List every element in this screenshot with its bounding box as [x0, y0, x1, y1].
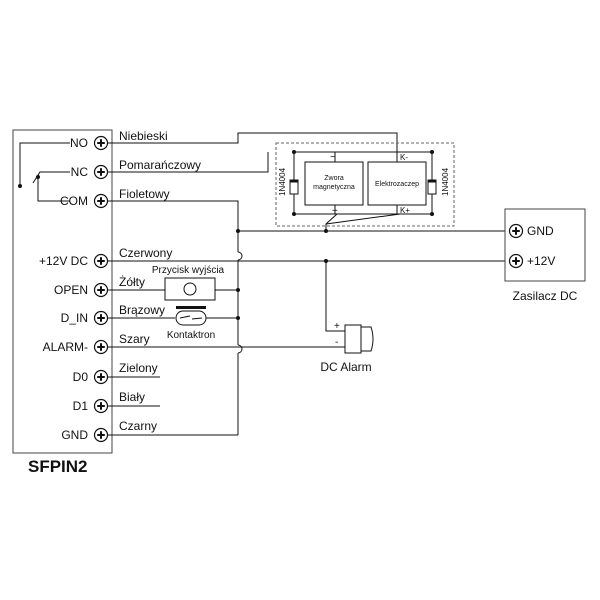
psu-box	[504, 208, 586, 282]
terminal-screw-icon	[93, 310, 109, 326]
exit-button-label: Przycisk wyjścia	[152, 265, 225, 276]
wire-label-no: Niebieski	[119, 129, 168, 143]
terminal-alarm: ALARM-	[43, 339, 109, 355]
terminal-label-d0: D0	[73, 370, 89, 384]
diode-right-icon	[427, 179, 437, 195]
terminal-gnd: GND	[61, 427, 109, 443]
terminal-screw-icon	[93, 193, 109, 209]
psu-screw-icon	[508, 223, 524, 239]
terminal-screw-icon	[93, 164, 109, 180]
wire-label-d0: Zielony	[119, 361, 158, 375]
terminal-label-d1: D1	[73, 399, 89, 413]
diode-right-label: 1N4004	[441, 167, 450, 196]
magnet-icon	[176, 306, 206, 309]
terminal-screw-icon	[93, 282, 109, 298]
wire-label-din: Brązowy	[119, 303, 165, 317]
terminal-screw-icon	[93, 369, 109, 385]
psu-screw-icon	[508, 253, 524, 269]
reed-label: Kontaktron	[167, 330, 215, 341]
lock-box	[275, 142, 455, 227]
terminal-d0: D0	[73, 369, 109, 385]
psu-12v-label: +12V	[527, 254, 555, 268]
terminal-din: D_IN	[61, 310, 109, 326]
diode-left-label: 1N4004	[278, 167, 287, 196]
strike-k-minus: K-	[400, 153, 408, 162]
strike-label: Elektrozaczep	[375, 181, 419, 188]
controller-name: SFPIN2	[28, 457, 88, 476]
wire-label-12v: Czerwony	[119, 246, 172, 260]
terminal-no: NO	[70, 135, 109, 151]
alarm-minus: -	[335, 337, 338, 348]
terminal-label-gnd: GND	[61, 428, 88, 442]
terminal-label-no: NO	[70, 136, 88, 150]
diode-left-icon	[289, 179, 299, 195]
terminal-label-nc: NC	[71, 165, 89, 179]
terminal-label-12v: +12V DC	[39, 254, 88, 268]
maglock-label-line2: magnetyczna	[313, 184, 355, 191]
wire-label-alarm: Szary	[119, 332, 150, 346]
terminal-label-alarm: ALARM-	[43, 340, 88, 354]
terminal-open: OPEN	[54, 282, 109, 298]
terminal-label-din: D_IN	[61, 311, 88, 325]
wire-label-open: Żółty	[119, 275, 145, 289]
psu-label: Zasilacz DC	[513, 289, 578, 303]
wire-label-d1: Biały	[119, 390, 145, 404]
maglock-label-line1: Zwora	[324, 175, 344, 182]
lock-wiring	[292, 150, 434, 216]
terminal-nc: NC	[71, 164, 109, 180]
wire-label-nc: Pomarańczowy	[119, 158, 201, 172]
terminal-screw-icon	[93, 135, 109, 151]
terminal-screw-icon	[93, 427, 109, 443]
maglock-minus: −	[330, 152, 336, 163]
terminal-label-com: COM	[60, 194, 88, 208]
push-button-icon	[183, 282, 197, 296]
maglock-box	[304, 161, 364, 206]
relay-contact	[18, 142, 70, 202]
maglock-plus: +	[332, 206, 338, 217]
terminal-screw-icon	[93, 339, 109, 355]
alarm-label: DC Alarm	[320, 360, 371, 374]
wire-label-gnd: Czarny	[119, 419, 157, 433]
alarm-plus: +	[334, 321, 340, 332]
dc-alarm-component: + - DC Alarm	[320, 321, 374, 374]
reed-switch-component: Kontaktron	[167, 306, 215, 341]
terminal-com: COM	[60, 193, 109, 209]
terminal-screw-icon	[93, 253, 109, 269]
wires	[108, 132, 509, 436]
buzzer-icon	[360, 326, 374, 352]
terminal-12v: +12V DC	[39, 253, 109, 269]
terminal-d1: D1	[73, 398, 109, 414]
strike-box	[367, 161, 427, 206]
terminal-screw-icon	[93, 398, 109, 414]
exit-button-component: Przycisk wyjścia	[152, 265, 225, 301]
strike-k-plus: K+	[400, 206, 410, 215]
wire-label-com: Fioletowy	[119, 187, 170, 201]
psu-gnd-label: GND	[527, 224, 554, 238]
terminal-label-open: OPEN	[54, 283, 88, 297]
